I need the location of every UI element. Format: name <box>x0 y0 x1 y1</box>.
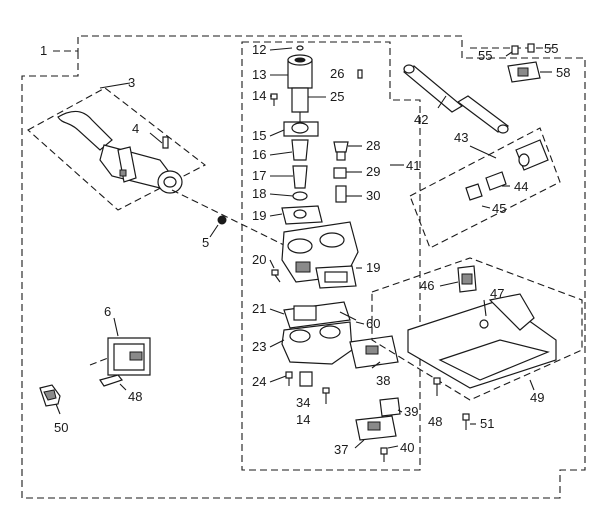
callout-1: 1 <box>40 43 47 58</box>
callout-23: 23 <box>252 339 266 354</box>
callout-47: 47 <box>490 286 504 301</box>
callout-24: 24 <box>252 374 266 389</box>
callout-19-right: 19 <box>366 260 380 275</box>
callout-6: 6 <box>104 304 111 319</box>
callout-55-left: 55 <box>478 48 492 63</box>
callout-58: 58 <box>556 65 570 80</box>
burner-venturi <box>27 82 207 211</box>
valve-assembly-frame <box>241 41 421 471</box>
callout-60: 60 <box>366 316 380 331</box>
callout-55-right: 55 <box>544 41 558 56</box>
callout-49: 49 <box>530 390 544 405</box>
callout-18: 18 <box>252 186 266 201</box>
valve-stack <box>270 45 401 462</box>
callout-51: 51 <box>480 416 494 431</box>
callout-37: 37 <box>334 442 348 457</box>
callout-14-top: 14 <box>252 88 266 103</box>
callout-48-right: 48 <box>428 414 442 429</box>
callout-15: 15 <box>252 128 266 143</box>
valve-knob-55-58 <box>470 43 558 83</box>
callout-46: 46 <box>420 278 434 293</box>
callout-39: 39 <box>404 404 418 419</box>
callout-28: 28 <box>366 138 380 153</box>
callout-19-left: 19 <box>252 208 266 223</box>
callout-29: 29 <box>366 164 380 179</box>
callout-43: 43 <box>454 130 468 145</box>
bracket-6 <box>89 337 151 387</box>
callout-25: 25 <box>330 89 344 104</box>
callout-3: 3 <box>128 75 135 90</box>
tubes-42 <box>402 64 510 134</box>
callout-34: 34 <box>296 395 310 410</box>
callout-38: 38 <box>376 373 390 388</box>
callout-48-left: 48 <box>128 389 142 404</box>
fittings-group <box>409 127 561 249</box>
callout-50: 50 <box>54 420 68 435</box>
callout-12: 12 <box>252 42 266 57</box>
callout-30: 30 <box>366 188 380 203</box>
callout-26: 26 <box>330 66 344 81</box>
callout-13: 13 <box>252 67 266 82</box>
callout-20: 20 <box>252 252 266 267</box>
callout-21: 21 <box>252 301 266 316</box>
callout-40: 40 <box>400 440 414 455</box>
callout-5: 5 <box>202 235 209 250</box>
callout-41: 41 <box>406 158 420 173</box>
outer-frame <box>21 35 586 499</box>
callout-4: 4 <box>132 121 139 136</box>
heat-shield-49 <box>371 257 583 430</box>
clip-50 <box>39 384 61 407</box>
leader-lines <box>55 47 552 449</box>
callout-44: 44 <box>514 179 528 194</box>
callout-14-bottom: 14 <box>296 412 310 427</box>
callout-42: 42 <box>414 112 428 127</box>
screw-5 <box>171 189 291 249</box>
callout-16: 16 <box>252 147 266 162</box>
callout-45: 45 <box>492 201 506 216</box>
callout-17: 17 <box>252 168 266 183</box>
callout-labels: 1 3 4 5 6 48 50 12 13 14 15 16 17 18 19 … <box>40 41 570 457</box>
